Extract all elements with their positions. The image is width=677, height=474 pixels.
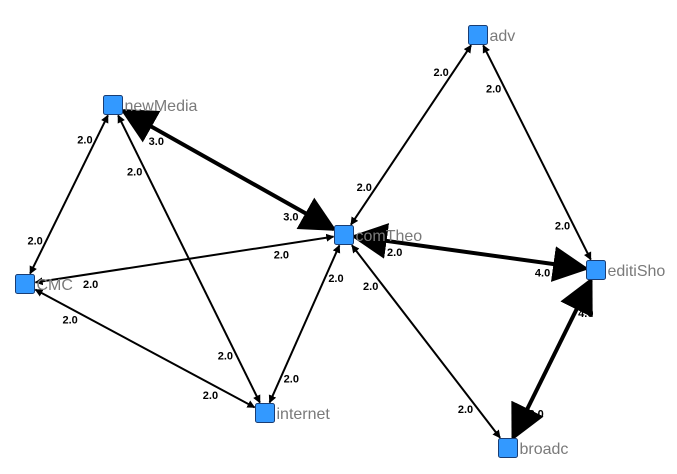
edge-weight-label: 3.0: [149, 136, 164, 148]
edge-comTheo-broadc: [351, 244, 501, 439]
edge-weight-label: 2.0: [486, 83, 501, 95]
node-square: [255, 403, 275, 423]
node-label: internet: [277, 406, 331, 423]
edge-labels-layer: 2.0 2.0 3.0 3.0 2.0 2.0 2.0 2.0 2.0 2.0 2.0 2.0 2.0 2…: [27, 67, 593, 421]
edge-adv-comTheo: [350, 44, 472, 226]
node-newMedia: newMedia: [103, 95, 198, 115]
node-label: comTheo: [356, 228, 423, 245]
edge-weight-label: 2.0: [357, 182, 372, 194]
edge-CMC-internet: [34, 288, 256, 409]
edge-weight-label: 2.0: [274, 250, 289, 262]
edge-weight-label: 4.0: [535, 268, 550, 280]
edge-broadc-editiSho: [511, 277, 593, 441]
node-label: newMedia: [125, 98, 198, 115]
node-square: [586, 260, 606, 280]
node-label: editiSho: [608, 263, 666, 280]
edge-internet-comTheo: [268, 244, 341, 404]
node-broadc: broadc: [498, 438, 569, 458]
node-square: [334, 225, 354, 245]
edge-weight-label: 2.0: [433, 67, 448, 79]
node-internet: internet: [255, 403, 331, 423]
edge-weight-label: 2.0: [62, 315, 77, 327]
edge-weight-label: 2.0: [387, 247, 402, 259]
edge-weight-label: 2.0: [83, 279, 98, 291]
edge-weight-label: 2.0: [328, 273, 343, 285]
edge-weight-label: 3.0: [528, 409, 543, 421]
edge-weight-label: 2.0: [458, 404, 473, 416]
node-CMC: CMC: [15, 274, 73, 294]
edges-layer: [29, 44, 593, 441]
edge-weight-label: 2.0: [203, 390, 218, 402]
edge-CMC-comTheo: [34, 233, 335, 286]
edge-weight-label: 3.0: [283, 212, 298, 224]
edge-weight-label: 2.0: [284, 373, 299, 385]
edge-weight-label: 2.0: [218, 350, 233, 362]
edge-weight-label: 2.0: [363, 281, 378, 293]
edge-weight-label: 4.0: [578, 308, 593, 320]
node-label: adv: [490, 28, 516, 45]
edge-weight-label: 2.0: [77, 134, 92, 146]
node-label: broadc: [520, 441, 569, 458]
node-square: [103, 95, 123, 115]
edge-weight-label: 2.0: [127, 167, 142, 179]
node-adv: adv: [468, 25, 516, 45]
edge-weight-label: 2.0: [555, 221, 570, 233]
node-square: [15, 274, 35, 294]
edge-weight-label: 2.0: [27, 236, 42, 248]
node-square: [498, 438, 518, 458]
edge-newMedia-CMC: [29, 114, 109, 275]
edge-adv-editiSho: [482, 44, 592, 261]
node-editiSho: editiSho: [586, 260, 666, 280]
node-label: CMC: [37, 277, 73, 294]
node-comTheo: comTheo: [334, 225, 423, 245]
edge-newMedia-comTheo: [120, 109, 337, 231]
node-square: [468, 25, 488, 45]
